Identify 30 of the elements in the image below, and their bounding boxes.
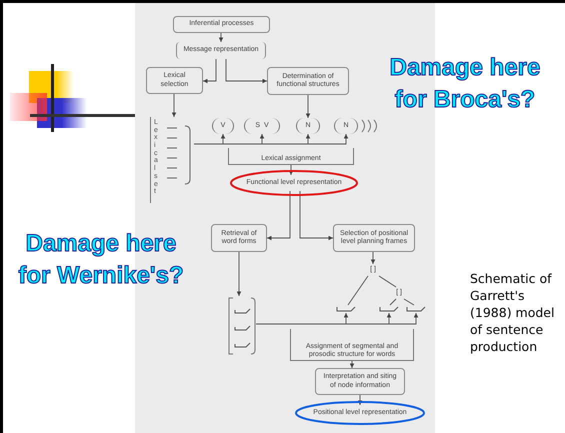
process-bracket (228, 148, 354, 165)
process-box (267, 67, 349, 95)
connector-arrow (218, 32, 224, 42)
callout-question: Damage here for Wernike's? (17, 229, 185, 291)
slot-mark (379, 305, 399, 313)
connector-arrow (194, 134, 348, 144)
process-box (315, 368, 405, 395)
word-form-list (228, 296, 256, 356)
process-box (146, 67, 203, 94)
connector-arrow (202, 58, 216, 84)
connector-arrow (370, 252, 376, 264)
bracket-box (176, 42, 266, 59)
slot-mark (336, 305, 356, 313)
connector-arrow (288, 164, 294, 176)
connector-arrow (256, 312, 418, 324)
connector-arrow (358, 394, 362, 406)
connector-arrow (350, 360, 354, 368)
connector-arrow (236, 252, 242, 296)
connector-arrow (266, 190, 290, 240)
slot-mark (406, 305, 426, 313)
process-box (333, 224, 415, 252)
process-box (211, 224, 267, 252)
connector-arrow (172, 94, 176, 118)
connector-arrow (306, 94, 310, 118)
process-box (173, 16, 270, 33)
process-bracket (290, 329, 414, 361)
connector-arrow (300, 190, 334, 240)
connector-arrow (226, 58, 268, 84)
callout-question: Damage here for Broca's? (388, 53, 542, 115)
caption: Schematic of Garrett's (1988) model of sentence production (470, 270, 556, 355)
